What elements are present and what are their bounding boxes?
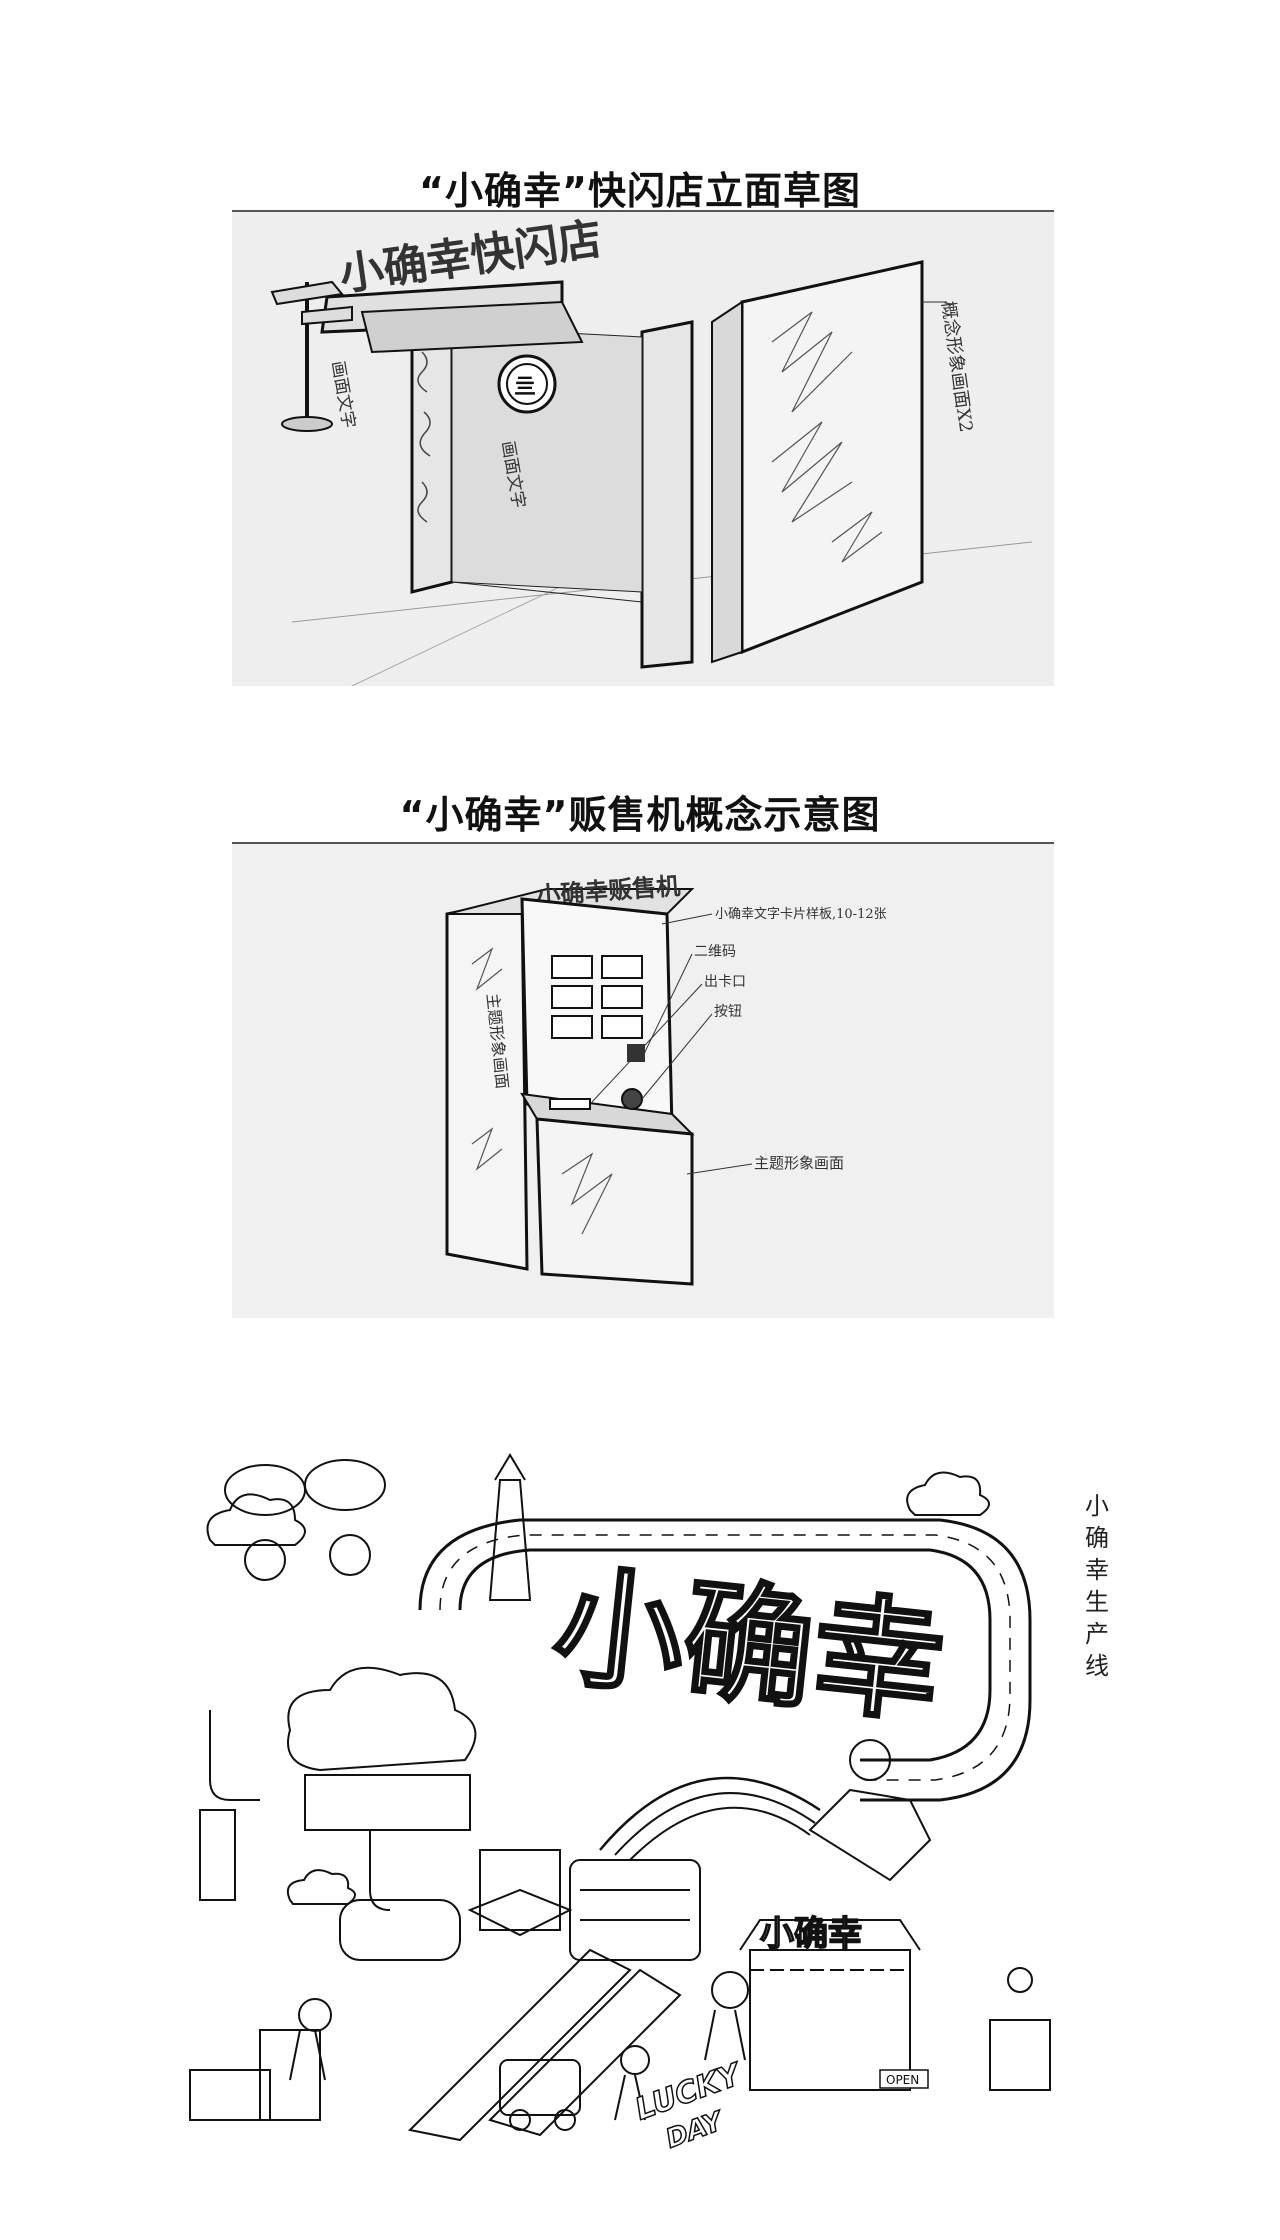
worker-figure-2 bbox=[620, 2045, 650, 2075]
note-button: 按钮 bbox=[714, 1004, 742, 1020]
road-loop bbox=[418, 1518, 1032, 1802]
section-2-divider bbox=[232, 842, 1054, 844]
popup-store-sketch: 小确幸快闪店 亖 画面文字 画面文字 概念形象画面X2 bbox=[232, 212, 1054, 686]
money-dome-1 bbox=[224, 1464, 306, 1516]
cloud-machine bbox=[287, 1666, 477, 1772]
bus bbox=[569, 1859, 701, 1961]
vending-machine-drawing: 小确幸贩售机 小确幸文字卡片样板,10-12张 二维码 出卡口 bbox=[232, 844, 1054, 1318]
shop-building bbox=[749, 1949, 911, 2091]
worker-figure-1 bbox=[298, 1998, 332, 2032]
truck bbox=[499, 2059, 581, 2116]
section-1-title: “小确幸”快闪店立面草图 bbox=[419, 169, 861, 213]
conveyor-belt bbox=[407, 1948, 632, 2142]
big-3d-title: 小确幸 bbox=[547, 1550, 951, 1742]
section-2-title: “小确幸”贩售机概念示意图 bbox=[399, 793, 881, 837]
note-cards: 小确幸文字卡片样板,10-12张 bbox=[715, 907, 887, 922]
vending-machine-sketch: 小确幸贩售机 小确幸文字卡片样板,10-12张 二维码 出卡口 bbox=[232, 844, 1054, 1318]
money-dome-2 bbox=[304, 1459, 386, 1511]
note-slot: 出卡口 bbox=[704, 974, 746, 990]
caption-char: 线 bbox=[1085, 1652, 1109, 1680]
caption-char: 生 bbox=[1085, 1588, 1109, 1616]
cloud-1 bbox=[206, 1493, 306, 1546]
caption-char: 幸 bbox=[1085, 1556, 1109, 1584]
caption-char: 小 bbox=[1085, 1492, 1109, 1520]
production-line-illustration: 小确幸 小确幸 LUCKY DAY OPEN bbox=[170, 1430, 1130, 2155]
note-side-image: 主题形象画面 bbox=[754, 1154, 844, 1172]
note-qr: 二维码 bbox=[694, 944, 736, 960]
section-1-divider bbox=[232, 210, 1054, 212]
caption-char: 产 bbox=[1085, 1620, 1109, 1648]
production-line-caption: 小确幸生产线 bbox=[1080, 1490, 1114, 1682]
open-sign: OPEN bbox=[886, 2073, 919, 2087]
svg-text:亖: 亖 bbox=[514, 375, 536, 400]
shop-sign-text: 小确幸 bbox=[760, 1914, 862, 1954]
production-line-drawing: 小确幸 小确幸 LUCKY DAY OPEN bbox=[189, 1453, 1051, 2155]
popup-store-drawing: 小确幸快闪店 亖 画面文字 画面文字 概念形象画面X2 bbox=[232, 212, 1054, 686]
cloud-2 bbox=[906, 1471, 990, 1516]
caption-char: 确 bbox=[1085, 1524, 1109, 1552]
robot-arm bbox=[808, 1788, 932, 1882]
